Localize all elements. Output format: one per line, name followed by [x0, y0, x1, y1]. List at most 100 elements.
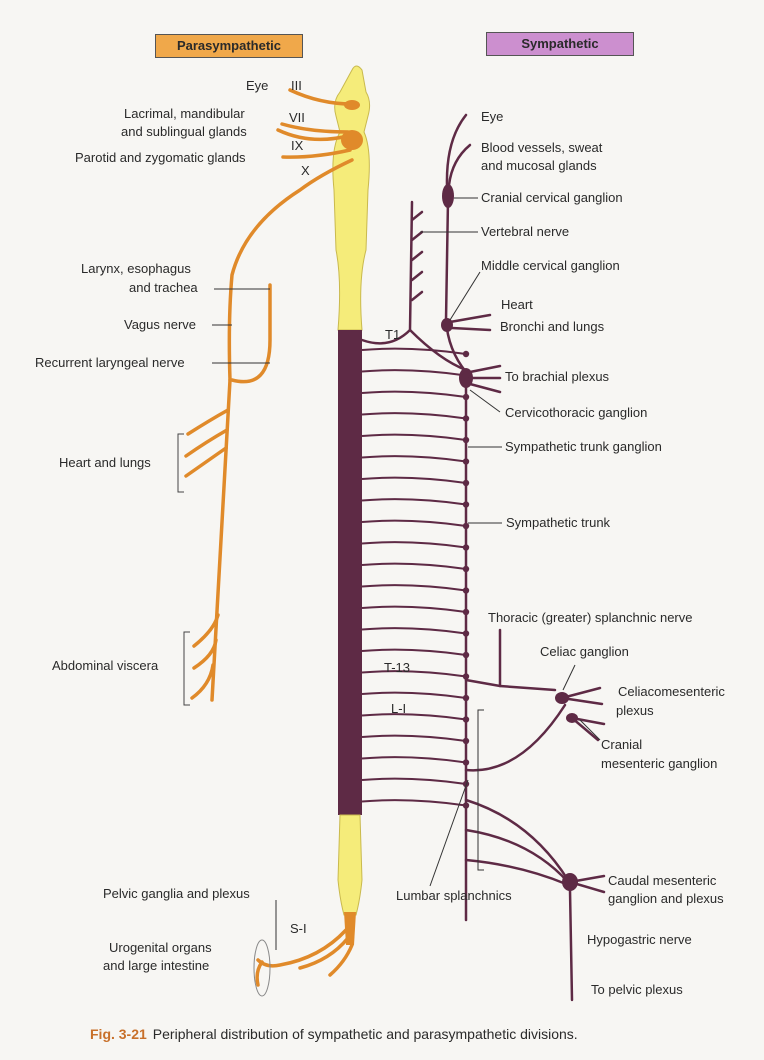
segmental-ramus — [361, 562, 467, 570]
trunk-ganglion — [462, 479, 470, 487]
brachial-nerve-3 — [468, 382, 502, 394]
abdominal-branch-1 — [192, 613, 220, 648]
segmental-ramus — [361, 369, 467, 377]
label-hypogastric: Hypogastric nerve — [587, 932, 692, 947]
numeral-vii: VII — [289, 110, 305, 125]
label-brachial: To brachial plexus — [505, 369, 610, 384]
trunk-ganglion — [462, 673, 470, 680]
lacrimal-nerve — [280, 122, 350, 134]
spinal-cord — [332, 65, 371, 945]
segmental-ramus — [361, 498, 467, 506]
segmental-ramus — [361, 670, 467, 678]
vagus-trunk — [210, 378, 232, 702]
label-recurrent: Recurrent laryngeal nerve — [35, 355, 185, 370]
t1-ramus — [360, 328, 412, 345]
label-lacrimal-1: Lacrimal, mandibular — [124, 106, 245, 121]
label-caudal-2: ganglion and plexus — [608, 891, 724, 906]
vertebral-nerve — [408, 200, 468, 372]
bronchi-nerve — [450, 326, 492, 332]
label-cranial-mes-2: mesenteric ganglion — [601, 756, 717, 771]
segment-l1: L-I — [391, 701, 406, 716]
heart-lungs-bracket — [177, 433, 184, 493]
pelvic-root-3 — [328, 943, 354, 977]
parasympathetic-nerves — [184, 88, 363, 987]
trunk-ganglion — [462, 802, 470, 809]
cranial-numerals: III VII IX X — [289, 78, 310, 178]
label-urogenital-1: Urogenital organs — [109, 940, 212, 955]
label-blood-2: and mucosal glands — [481, 158, 597, 173]
glosso-nucleus — [341, 130, 363, 150]
heart-branch-3 — [184, 446, 228, 478]
brachial-nerve-1 — [468, 364, 502, 374]
label-urogenital-2: and large intestine — [103, 958, 209, 973]
lumbar-bracket — [477, 709, 484, 871]
recurrent-laryngeal-loop — [230, 283, 272, 384]
mandibular-nerve — [276, 128, 350, 142]
middle-cervical-ganglion — [441, 318, 453, 332]
celiaco-branch-2 — [560, 696, 604, 706]
abdominal-branch-3 — [190, 663, 215, 700]
segmental-ramus — [361, 347, 467, 355]
celiaco-branch-4 — [570, 716, 600, 742]
vertebral-branch-4 — [410, 270, 424, 282]
trunk-ganglion — [462, 587, 470, 594]
label-vertebral: Vertebral nerve — [481, 224, 569, 239]
cord-lower-yellow — [337, 814, 363, 916]
label-bronchi: Bronchi and lungs — [500, 319, 605, 334]
label-cranial-mes-1: Cranial — [601, 737, 642, 752]
label-cranial-cervical: Cranial cervical ganglion — [481, 190, 623, 205]
segmental-ramus — [361, 541, 467, 549]
trunk-ganglion — [462, 522, 470, 530]
label-pelvic: Pelvic ganglia and plexus — [103, 886, 250, 901]
label-celiaco-2: plexus — [616, 703, 654, 718]
trunk-ganglion — [462, 436, 470, 444]
segment-s1: S-I — [290, 921, 307, 936]
segmental-ramus — [361, 691, 467, 699]
figure-caption-text: Peripheral distribution of sympathetic a… — [152, 1026, 578, 1042]
pelvic-ganglion-outline — [253, 939, 271, 997]
label-cervicothoracic: Cervicothoracic ganglion — [505, 405, 647, 420]
symp-vessels-nerve — [447, 143, 472, 187]
segmental-ramus — [361, 627, 467, 635]
leader-celiac — [562, 664, 576, 691]
sympathetic-header: Sympathetic — [486, 32, 634, 56]
segmental-ramus — [361, 756, 467, 764]
leader-lines — [212, 197, 601, 950]
caudal-branch-1 — [568, 874, 606, 884]
parotid-nerve — [281, 148, 352, 159]
segmental-ramus — [361, 605, 467, 613]
sympathetic-labels: Eye Blood vessels, sweat and mucosal gla… — [396, 109, 725, 997]
label-vagus: Vagus nerve — [124, 317, 196, 332]
label-lacrimal-2: and sublingual glands — [121, 124, 247, 139]
trunk-ganglion — [462, 716, 470, 723]
abdominal-branch-2 — [192, 638, 218, 670]
trunk-ganglion — [462, 415, 470, 422]
label-celiaco-1: Celiacomesenteric — [618, 684, 725, 699]
leader-cervicothoracic — [469, 389, 501, 413]
label-heart: Heart — [501, 297, 533, 312]
pelvic-root-2 — [298, 936, 350, 970]
segment-t13: T-13 — [384, 660, 410, 675]
lumbar-splanchnic-4 — [464, 858, 568, 886]
segmental-ramus — [361, 584, 467, 592]
segmental-ramus — [361, 455, 467, 463]
caudal-branch-2 — [568, 880, 606, 894]
symp-trunk-upper — [444, 198, 468, 374]
figure-number: Fig. 3-21 — [90, 1026, 147, 1042]
trunk-ganglion — [462, 458, 470, 465]
leader-middle-cervical — [449, 271, 481, 321]
label-pelvic-plexus: To pelvic plexus — [591, 982, 683, 997]
lumbar-splanchnic-3 — [464, 828, 570, 884]
lumbar-splanchnic-2 — [464, 798, 570, 882]
label-abdominal: Abdominal viscera — [52, 658, 159, 673]
segmental-ramus — [361, 777, 467, 785]
segmental-ramus — [361, 476, 467, 484]
trunk-ganglion — [462, 630, 470, 637]
label-middle-cervical: Middle cervical ganglion — [481, 258, 620, 273]
label-larynx-2: and trachea — [129, 280, 198, 295]
segmental-ramus — [361, 799, 467, 807]
trunk-ganglion — [462, 694, 470, 702]
segmental-ramus — [361, 734, 467, 742]
vertebral-branch-3 — [410, 250, 424, 262]
